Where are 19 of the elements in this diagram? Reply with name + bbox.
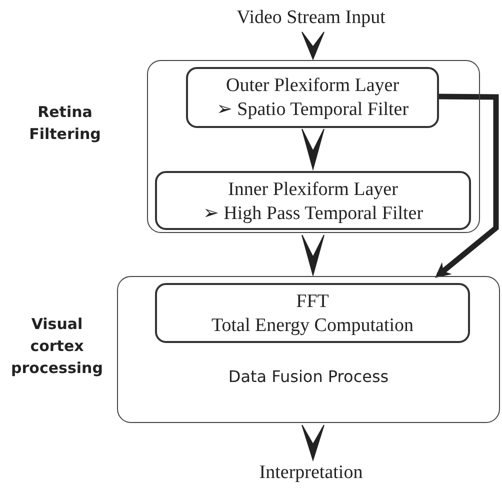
flow-label: Video Stream Input [236,6,386,30]
stage-heading: Retina Filtering [28,102,102,145]
process-box [155,283,470,343]
process-text: Outer Plexiform Layer [224,74,400,98]
chevron-arrow [302,234,324,277]
process-text: ➢ High Pass Temporal Filter [202,202,424,226]
process-text: FFT [295,290,330,314]
arrow [434,94,499,278]
chevron-arrow [302,128,324,171]
chevron-arrow [302,32,324,60]
chevron-arrow [302,424,324,462]
stage-heading: Visual cortex processing [10,314,104,379]
process-text: Total Energy Computation [210,314,414,338]
process-box [155,171,471,230]
process-text: Inner Plexiform Layer [227,178,399,202]
flow-label: Interpretation [258,461,364,485]
process-text: ➢ Spatio Temporal Filter [215,98,410,122]
process-label: Data Fusion Process [227,367,390,386]
process-box [186,67,439,128]
